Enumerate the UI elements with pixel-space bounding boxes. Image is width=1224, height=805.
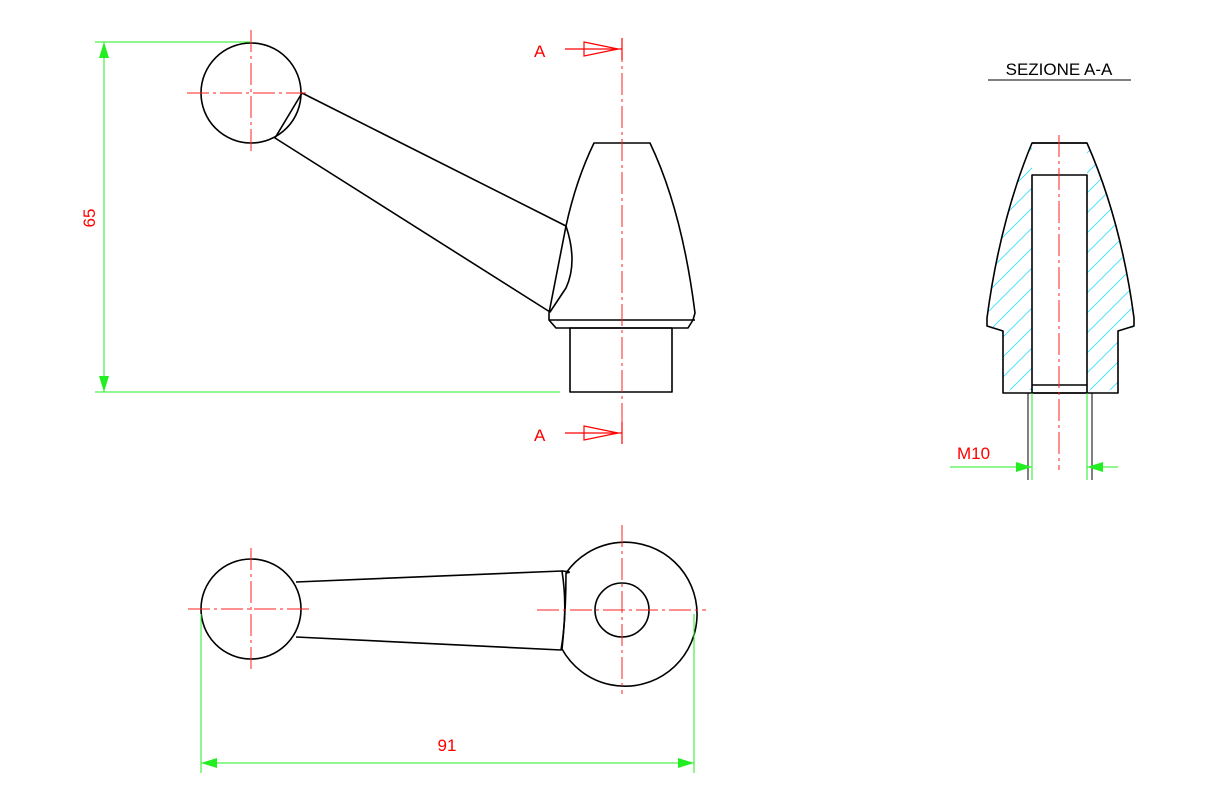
top-hub-outer <box>561 541 698 688</box>
section-label-bottom: A <box>534 426 546 445</box>
front-arm <box>274 92 573 313</box>
top-view <box>188 525 706 694</box>
section-title: SEZIONE A-A <box>1006 60 1113 79</box>
dim-height-value: 65 <box>80 209 99 228</box>
top-arm <box>295 570 566 651</box>
front-view <box>187 30 696 442</box>
front-hub <box>548 142 696 329</box>
hatch-left <box>988 145 1032 390</box>
thread-dimension: M10 <box>950 444 1118 472</box>
height-dimension: 65 <box>80 41 560 393</box>
dim-thread-value: M10 <box>957 444 990 463</box>
width-dimension: 91 <box>200 614 695 773</box>
hatch-right <box>1087 145 1133 390</box>
section-marker-bottom: A <box>534 422 623 445</box>
section-outline <box>986 142 1135 394</box>
section-label-top: A <box>534 42 546 61</box>
dim-width-value: 91 <box>438 736 457 755</box>
section-marker-top: A <box>534 38 623 61</box>
front-shank <box>569 327 673 393</box>
